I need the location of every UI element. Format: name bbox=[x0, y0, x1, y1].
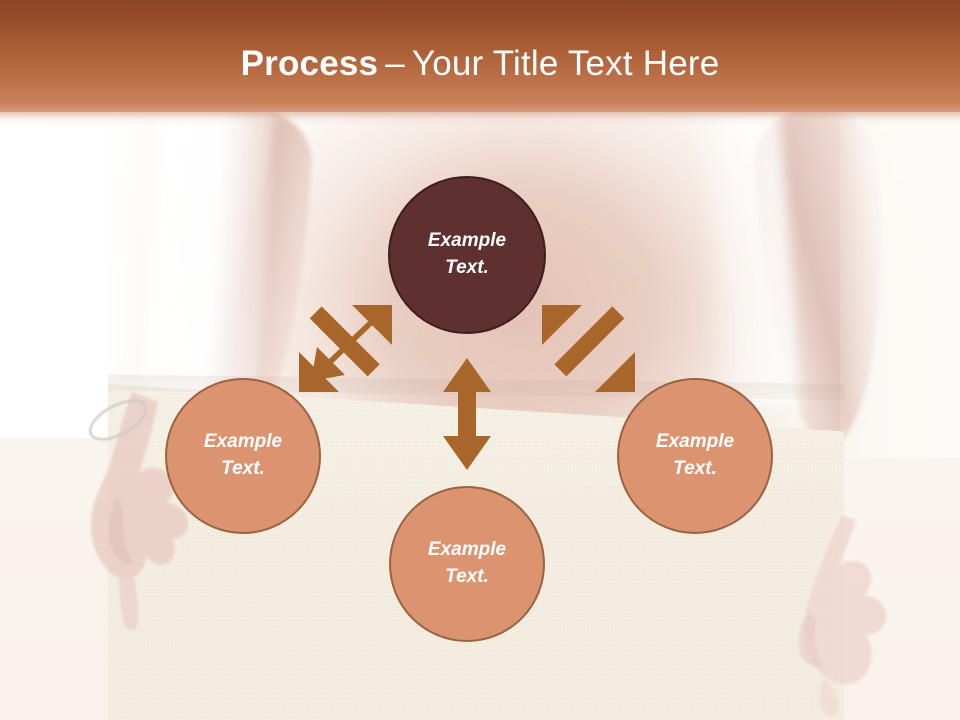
node-right[interactable]: Example Text. bbox=[617, 378, 773, 534]
page-title-dash: – bbox=[385, 44, 405, 83]
node-center-line2: Text. bbox=[445, 257, 489, 278]
node-right-line2: Text. bbox=[673, 458, 717, 479]
photo-left-edge-fade bbox=[0, 108, 170, 438]
page-title-rest: Your Title Text Here bbox=[411, 44, 720, 83]
page-title: Process – Your Title Text Here bbox=[0, 0, 960, 112]
node-center[interactable]: Example Text. bbox=[388, 176, 546, 334]
connector-center-to-right bbox=[542, 305, 635, 392]
node-left[interactable]: Example Text. bbox=[165, 378, 321, 534]
photo-right-edge-fade bbox=[840, 108, 960, 458]
connector-center-to-bottom bbox=[443, 358, 491, 470]
page-title-strong: Process bbox=[240, 44, 379, 83]
connector-center-to-left bbox=[299, 305, 392, 392]
title-bar-fade bbox=[0, 104, 960, 126]
node-bottom-line1: Example bbox=[427, 539, 507, 561]
node-bottom[interactable]: Example Text. bbox=[389, 486, 545, 642]
node-left-line2: Text. bbox=[221, 458, 265, 479]
node-center-line1: Example bbox=[427, 230, 507, 252]
title-bar bbox=[0, 0, 960, 112]
photo-right-hand bbox=[798, 516, 886, 716]
photo-left-hand bbox=[90, 392, 188, 630]
node-left-line1: Example bbox=[203, 431, 283, 453]
node-bottom-line2: Text. bbox=[445, 566, 489, 587]
node-right-line1: Example bbox=[655, 431, 735, 453]
